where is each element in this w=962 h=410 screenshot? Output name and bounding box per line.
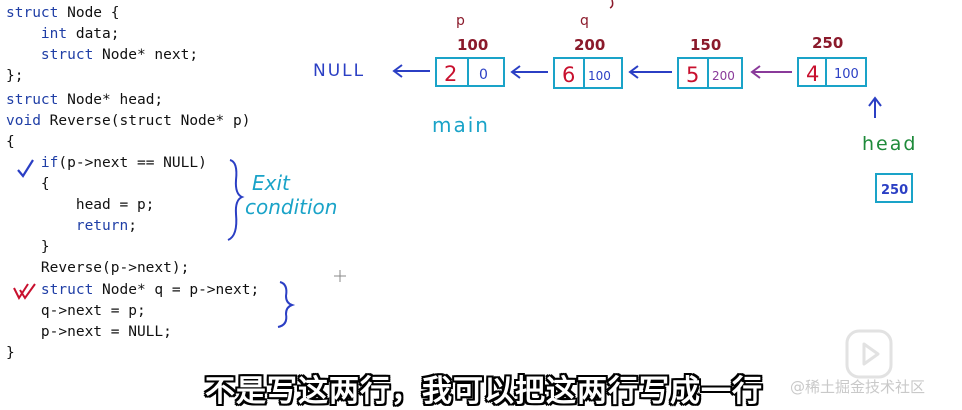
arrow-up-icon: [868, 96, 882, 118]
head-value: 250: [881, 183, 908, 198]
code-line: }: [6, 239, 50, 255]
code-line: struct Node* head;: [6, 92, 164, 108]
exit-brace: [227, 159, 245, 241]
node-box: 2 0: [435, 57, 505, 87]
arrow-link: [628, 65, 672, 79]
node-next: 100: [588, 69, 611, 83]
watermark: @稀土掘金技术社区: [790, 378, 926, 396]
arrow-link: [510, 65, 548, 79]
double-check-mark-icon: [13, 283, 36, 301]
play-icon: [862, 342, 880, 366]
video-subtitle: 不是写这两行，我可以把这两行写成一行: [205, 374, 763, 409]
stray-mark: [609, 0, 614, 9]
arrow-to-null: [392, 64, 430, 78]
play-button[interactable]: [845, 327, 895, 382]
code-line: p->next = NULL;: [6, 324, 172, 340]
node-data: 6: [562, 63, 575, 87]
crosshair-icon: [334, 270, 346, 282]
head-box: [875, 173, 913, 203]
code-line: {: [6, 134, 15, 150]
node-border: [677, 57, 743, 89]
node-box: 6 100: [553, 57, 623, 89]
node-next: 200: [712, 69, 735, 83]
p-label: p: [456, 13, 465, 29]
node-data: 2: [444, 62, 457, 86]
code-line: if(p->next == NULL): [6, 155, 207, 171]
code-line: struct Node {: [6, 5, 120, 21]
code-line: int data;: [6, 26, 120, 42]
node-next: 0: [479, 67, 488, 83]
code-line: struct Node* next;: [6, 47, 199, 63]
code-line: return;: [6, 218, 137, 234]
arrow-link: [750, 65, 792, 79]
node-border: [435, 57, 505, 87]
node-address: 250: [812, 34, 843, 52]
q-label: q: [580, 13, 589, 29]
play-button-frame: [845, 329, 893, 379]
check-mark-icon: [17, 159, 34, 178]
code-line: }: [6, 345, 15, 361]
code-line: q->next = p;: [6, 303, 146, 319]
node-border: [797, 57, 867, 87]
node-address: 100: [457, 36, 488, 54]
head-label: head: [862, 133, 917, 155]
node-border: [553, 57, 623, 89]
exit-label: Exit: [252, 171, 291, 195]
code-line: head = p;: [6, 197, 155, 213]
code-line: Reverse(p->next);: [6, 260, 190, 276]
node-data: 4: [806, 62, 819, 86]
node-next: 100: [834, 67, 859, 82]
node-address: 150: [690, 36, 721, 54]
null-label: NULL: [313, 61, 365, 81]
code-line: {: [6, 176, 50, 192]
node-box: 5 200: [677, 57, 743, 89]
main-label: main: [432, 113, 490, 137]
condition-label: condition: [245, 195, 337, 219]
node-address: 200: [574, 36, 605, 54]
code-line: };: [6, 68, 24, 84]
node-data: 5: [686, 63, 699, 87]
code-line: struct Node* q = p->next;: [6, 282, 260, 298]
code-line: void Reverse(struct Node* p): [6, 113, 251, 129]
node-box: 4 100: [797, 57, 867, 87]
swap-brace: [277, 281, 296, 328]
